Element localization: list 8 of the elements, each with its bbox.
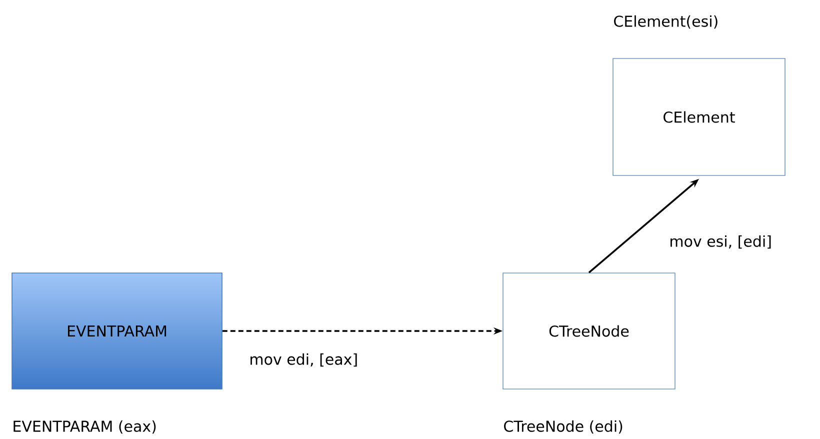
process-box: EVENTPARAM (12, 272, 222, 390)
edge-label: mov edi, [eax] (248, 352, 360, 368)
process-box: CTreeNode (502, 272, 676, 390)
node-caption: CTreeNode (edi) (504, 420, 622, 434)
process-box: CElement (612, 58, 786, 176)
node-caption: EVENTPARAM (eax) (14, 420, 156, 434)
edge-label: mov esi, [edi] (668, 234, 773, 250)
node-caption: CElement(esi) (614, 15, 718, 29)
